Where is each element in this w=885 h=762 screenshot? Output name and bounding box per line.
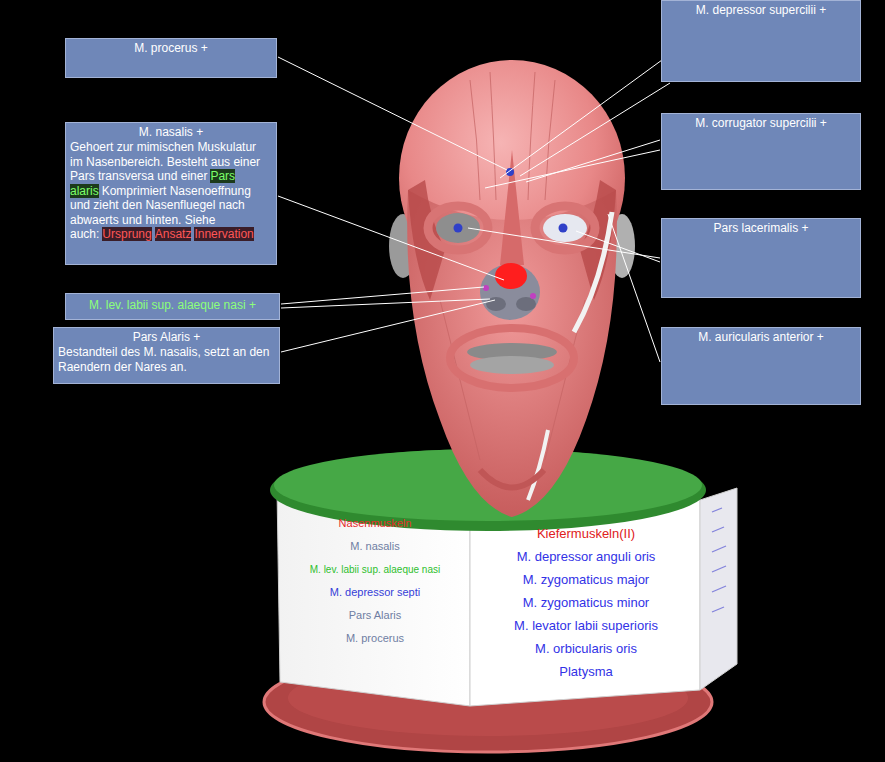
link-text: Innervation: [194, 227, 253, 241]
callout-heading: M. procerus +: [70, 41, 272, 56]
text-holder: M. depressor supercilii +: [666, 3, 856, 18]
menu-item: M. lev. labii sup. alaeque nasi: [284, 558, 466, 581]
callout-box: M. procerus +: [65, 38, 277, 78]
callout-heading: M. lev. labii sup. alaeque nasi +: [70, 296, 275, 315]
text-holder: Pars lacerimalis +: [666, 221, 856, 236]
leader-lines: [278, 57, 670, 362]
menu-item: M. orbicularis oris: [476, 637, 696, 660]
callout-heading: M. auricularis anterior +: [666, 330, 856, 345]
callout-heading: M. depressor supercilii +: [666, 3, 856, 18]
text-holder: M. procerus +: [70, 41, 272, 56]
callout-heading: Pars lacerimalis +: [666, 221, 856, 236]
info-box: Pars Alaris +Bestandteil des M. nasalis,…: [53, 327, 280, 384]
callout-text: Bestandteil des M. nasalis, setzt an den…: [58, 345, 269, 374]
menu-item: Platysma: [476, 660, 696, 683]
text-holder: NasenmuskelnM. nasalisM. lev. labii sup.…: [284, 510, 466, 650]
text-holder: Pars Alaris +Bestandteil des M. nasalis,…: [58, 330, 275, 374]
menu-item: M. nasalis: [284, 535, 466, 558]
text-holder: Kiefermuskeln(II)M. depressor anguli ori…: [476, 522, 696, 683]
menu-item: M. zygomaticus minor: [476, 591, 696, 614]
menu-item: Pars Alaris: [284, 604, 466, 627]
callout-heading: M. nasalis +: [70, 125, 272, 140]
link-text: Ansatz: [155, 227, 192, 241]
menu-item: M. levator labii superioris: [476, 614, 696, 637]
menu-panel: Kiefermuskeln(II)M. depressor anguli ori…: [476, 522, 696, 689]
head-model: [389, 60, 635, 517]
menu-heading: Kiefermuskeln(II): [476, 522, 696, 545]
callout-box: Pars lacerimalis +: [661, 218, 861, 298]
callout-box: M. auricularis anterior +: [661, 327, 861, 405]
menu-item: M. depressor septi: [284, 581, 466, 604]
text-holder: M. auricularis anterior +: [666, 330, 856, 345]
menu-panel: NasenmuskelnM. nasalisM. lev. labii sup.…: [284, 510, 466, 660]
menu-heading: Nasenmuskeln: [284, 512, 466, 535]
info-box: M. nasalis +Gehoert zur mimischen Muskul…: [65, 122, 277, 265]
callout-box: M. depressor supercilii +: [661, 0, 861, 82]
callout-box: M. corrugator supercilii +: [661, 113, 861, 190]
text-holder: M. corrugator supercilii +: [666, 116, 856, 131]
callout-box: M. lev. labii sup. alaeque nasi +: [65, 293, 280, 320]
menu-item: M. zygomaticus major: [476, 568, 696, 591]
callout-heading: M. corrugator supercilii +: [666, 116, 856, 131]
text-holder: M. lev. labii sup. alaeque nasi +: [70, 296, 275, 315]
menu-item: M. depressor anguli oris: [476, 545, 696, 568]
menu-item: M. procerus: [284, 627, 466, 650]
text-holder: M. nasalis +Gehoert zur mimischen Muskul…: [70, 125, 272, 242]
callout-heading: Pars Alaris +: [58, 330, 275, 345]
link-text: Ursprung: [102, 227, 151, 241]
